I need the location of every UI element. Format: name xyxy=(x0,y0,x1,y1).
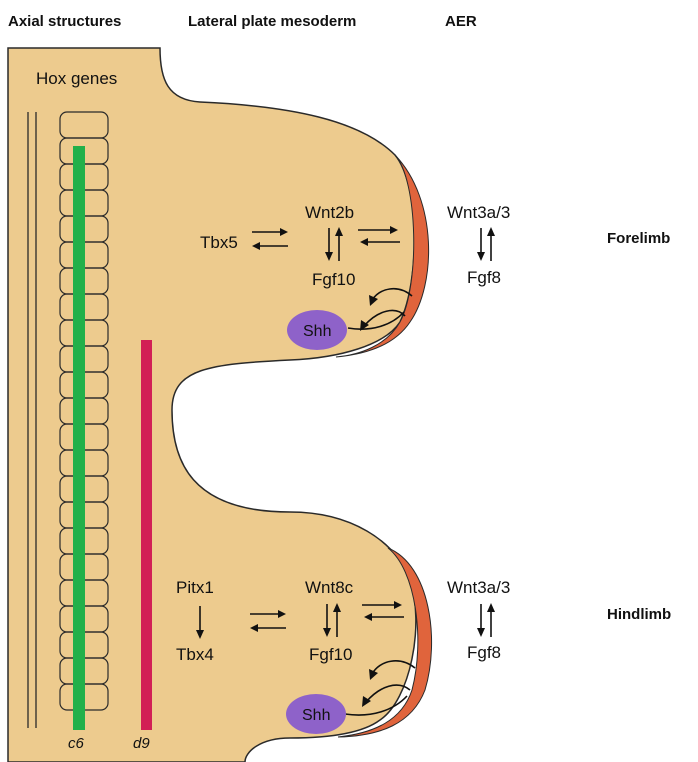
header-lateral-plate-mesoderm: Lateral plate mesoderm xyxy=(188,13,356,30)
hox-expression-bar-red xyxy=(141,340,152,730)
hindlimb-wnt8c-label: Wnt8c xyxy=(305,578,354,597)
hindlimb-aer-wnt-label: Wnt3a/3 xyxy=(447,578,510,597)
forelimb-side-label: Forelimb xyxy=(607,230,670,247)
hindlimb-fgf10-label: Fgf10 xyxy=(309,645,352,664)
hindlimb-tbx4-label: Tbx4 xyxy=(176,645,214,664)
axis-label-c6: c6 xyxy=(68,735,85,752)
header-aer: AER xyxy=(445,13,477,30)
forelimb-shh-label: Shh xyxy=(303,323,331,340)
forelimb-fgf10-label: Fgf10 xyxy=(312,270,355,289)
hindlimb-side-label: Hindlimb xyxy=(607,606,671,623)
forelimb-tbx5-label: Tbx5 xyxy=(200,233,238,252)
header-axial-structures: Axial structures xyxy=(8,13,121,30)
forelimb-aer-wnt-label: Wnt3a/3 xyxy=(447,203,510,222)
hindlimb-shh-label: Shh xyxy=(302,707,330,724)
axis-label-d9: d9 xyxy=(133,735,150,752)
forelimb-aer-fgf8-label: Fgf8 xyxy=(467,268,501,287)
hox-genes-label: Hox genes xyxy=(36,69,117,88)
hindlimb-aer-fgf8-label: Fgf8 xyxy=(467,643,501,662)
hindlimb-pitx1-label: Pitx1 xyxy=(176,578,214,597)
hox-expression-bar-green xyxy=(73,146,85,730)
forelimb-wnt2b-label: Wnt2b xyxy=(305,203,354,222)
